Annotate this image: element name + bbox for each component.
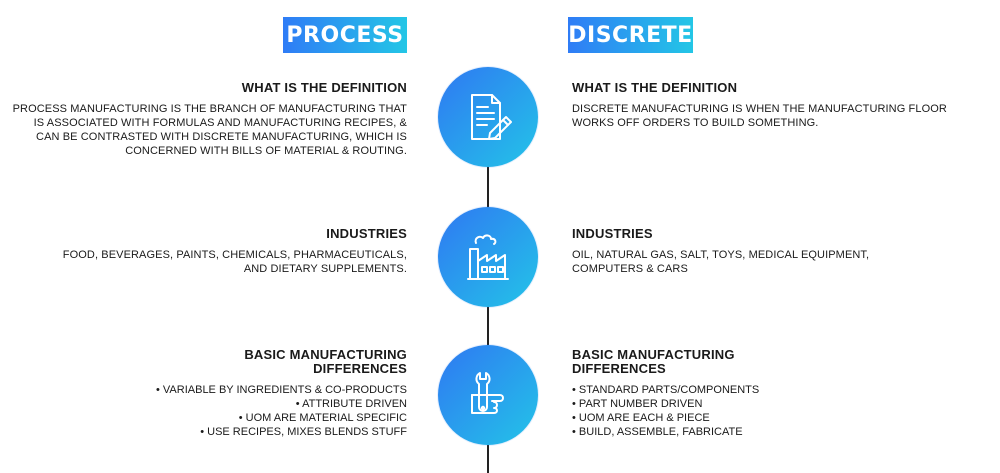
document-pencil-icon bbox=[471, 94, 512, 140]
text-line: CONCERNED WITH BILLS OF MATERIAL & ROUTI… bbox=[125, 145, 407, 157]
process-definition-heading: WHAT IS THE DEFINITION bbox=[241, 80, 407, 95]
list-item: ATTRIBUTE DRIVEN bbox=[107, 397, 407, 411]
wrench-hand-icon bbox=[471, 372, 504, 414]
process-definition: WHAT IS THE DEFINITION PROCESS MANUFACTU… bbox=[0, 81, 407, 158]
list-item: PART NUMBER DRIVEN bbox=[572, 397, 872, 411]
list-item: UOM ARE MATERIAL SPECIFIC bbox=[107, 411, 407, 425]
differences-circle bbox=[438, 345, 538, 445]
text-line: AND DIETARY SUPPLEMENTS. bbox=[243, 263, 407, 275]
discrete-differences: BASIC MANUFACTURING DIFFERENCES STANDARD… bbox=[572, 348, 872, 439]
list-item: UOM ARE EACH & PIECE bbox=[572, 411, 872, 425]
text-line: WORKS OFF ORDERS TO BUILD SOMETHING. bbox=[572, 117, 819, 129]
text-line: CAN BE CONTRASTED WITH DISCRETE MANUFACT… bbox=[36, 131, 407, 143]
text-line: PROCESS MANUFACTURING IS THE BRANCH OF M… bbox=[12, 103, 407, 115]
industries-circle bbox=[438, 207, 538, 307]
text-line: DISCRETE MANUFACTURING IS WHEN THE MANUF… bbox=[572, 103, 947, 115]
factory-icon bbox=[467, 234, 509, 280]
text-line: FOOD, BEVERAGES, PAINTS, CHEMICALS, PHAR… bbox=[62, 249, 407, 261]
process-industries-text: FOOD, BEVERAGES, PAINTS, CHEMICALS, PHAR… bbox=[7, 248, 407, 276]
discrete-definition: WHAT IS THE DEFINITION DISCRETE MANUFACT… bbox=[572, 81, 992, 130]
process-title-badge: PROCESS bbox=[283, 17, 407, 53]
text-line: IS ASSOCIATED WITH FORMULAS AND MANUFACT… bbox=[33, 117, 407, 129]
discrete-industries: INDUSTRIES OIL, NATURAL GAS, SALT, TOYS,… bbox=[572, 227, 992, 276]
timeline-connector bbox=[487, 150, 489, 473]
list-item: VARIABLE BY INGREDIENTS & CO-PRODUCTS bbox=[107, 383, 407, 397]
heading-line: DIFFERENCES bbox=[572, 361, 666, 376]
discrete-differences-list: STANDARD PARTS/COMPONENTS PART NUMBER DR… bbox=[572, 383, 872, 439]
heading-line: DIFFERENCES bbox=[313, 361, 407, 376]
process-differences-heading: BASIC MANUFACTURING DIFFERENCES bbox=[107, 348, 407, 376]
discrete-differences-heading: BASIC MANUFACTURING DIFFERENCES bbox=[572, 348, 872, 376]
list-item: STANDARD PARTS/COMPONENTS bbox=[572, 383, 872, 397]
definition-circle bbox=[438, 67, 538, 167]
discrete-industries-heading: INDUSTRIES bbox=[572, 226, 653, 241]
discrete-definition-text: DISCRETE MANUFACTURING IS WHEN THE MANUF… bbox=[572, 102, 992, 130]
list-item: USE RECIPES, MIXES BLENDS STUFF bbox=[107, 425, 407, 439]
process-industries-heading: INDUSTRIES bbox=[326, 226, 407, 241]
process-differences: BASIC MANUFACTURING DIFFERENCES VARIABLE… bbox=[107, 348, 407, 439]
discrete-title-badge: DISCRETE bbox=[568, 17, 693, 53]
process-industries: INDUSTRIES FOOD, BEVERAGES, PAINTS, CHEM… bbox=[7, 227, 407, 276]
text-line: COMPUTERS & CARS bbox=[572, 263, 688, 275]
process-definition-text: PROCESS MANUFACTURING IS THE BRANCH OF M… bbox=[0, 102, 407, 158]
list-item: BUILD, ASSEMBLE, FABRICATE bbox=[572, 425, 872, 439]
heading-line: BASIC MANUFACTURING bbox=[572, 347, 735, 362]
text-line: OIL, NATURAL GAS, SALT, TOYS, MEDICAL EQ… bbox=[572, 249, 870, 261]
discrete-industries-text: OIL, NATURAL GAS, SALT, TOYS, MEDICAL EQ… bbox=[572, 248, 992, 276]
heading-line: BASIC MANUFACTURING bbox=[244, 347, 407, 362]
process-differences-list: VARIABLE BY INGREDIENTS & CO-PRODUCTS AT… bbox=[107, 383, 407, 439]
discrete-definition-heading: WHAT IS THE DEFINITION bbox=[572, 80, 738, 95]
